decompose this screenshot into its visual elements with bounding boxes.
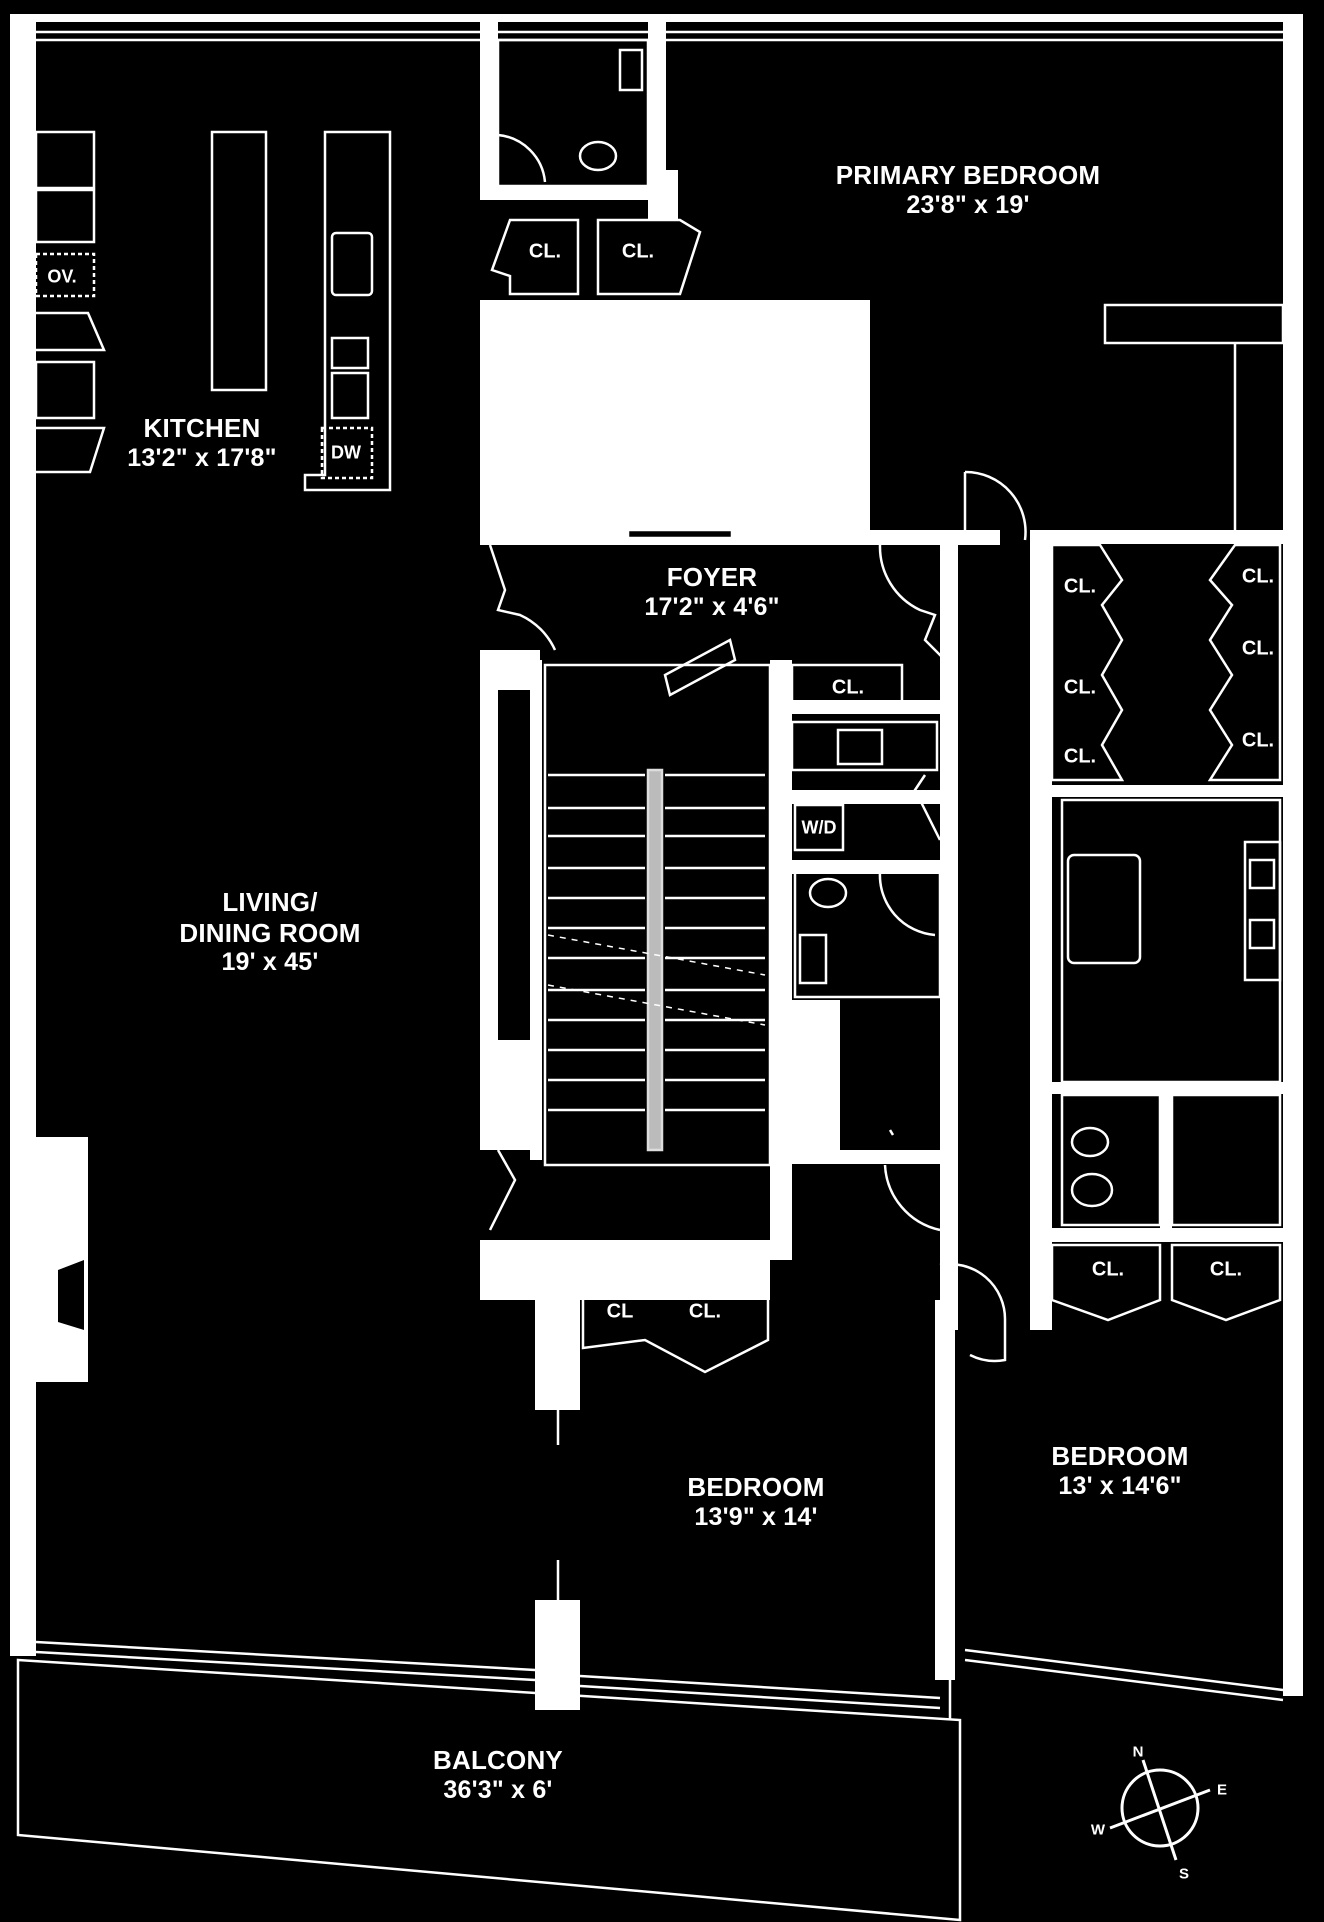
room-label-living-dining: LIVING/ DINING ROOM 19' x 45' — [179, 887, 360, 978]
primary-bedroom-name: PRIMARY BEDROOM — [835, 160, 1101, 190]
balcony-name: BALCONY — [433, 1745, 563, 1775]
closet-label: CL. — [1209, 1258, 1243, 1281]
bedroom-2-dimensions: 13'9" x 14' — [694, 1502, 818, 1531]
kitchen-dimensions: 13'2" x 17'8" — [127, 443, 277, 472]
kitchen-name: KITCHEN — [143, 413, 261, 443]
closet-label: CL. — [1063, 575, 1097, 598]
compass-west: W — [1090, 1821, 1106, 1839]
bedroom-3-name: BEDROOM — [1051, 1441, 1189, 1471]
living-dining-name-line2: DINING ROOM — [179, 917, 361, 948]
foyer-dimensions: 17'2" x 4'6" — [644, 592, 780, 621]
room-label-primary-bedroom: PRIMARY BEDROOM 23'8" x 19' — [836, 160, 1100, 220]
closet-label: CL. — [831, 676, 865, 699]
foyer-name: FOYER — [666, 562, 758, 592]
compass-north: N — [1132, 1743, 1144, 1761]
closet-label: CL. — [1241, 729, 1275, 752]
room-label-bedroom-3: BEDROOM 13' x 14'6" — [1051, 1441, 1188, 1501]
closet-label: CL. — [1063, 745, 1097, 768]
closet-label: CL. — [1063, 676, 1097, 699]
walls — [10, 14, 1303, 1710]
closet-label: CL. — [688, 1300, 722, 1323]
living-dining-name-line1: LIVING/ — [222, 887, 318, 917]
room-label-kitchen: KITCHEN 13'2" x 17'8" — [127, 413, 276, 473]
closet-label: CL. — [621, 240, 655, 263]
closet-label: CL — [606, 1300, 634, 1323]
compass-south: S — [1178, 1865, 1190, 1883]
fireplace — [58, 1260, 84, 1330]
closet-label: CL. — [528, 240, 562, 263]
oven-label: OV. — [47, 266, 77, 287]
room-label-foyer: FOYER 17'2" x 4'6" — [644, 562, 779, 622]
bedroom-2-name: BEDROOM — [687, 1472, 825, 1502]
fixtures — [16, 30, 1285, 1922]
bedroom-3-dimensions: 13' x 14'6" — [1058, 1471, 1182, 1500]
compass-icon — [1109, 1759, 1211, 1861]
primary-bedroom-dimensions: 23'8" x 19' — [906, 190, 1030, 219]
balcony-dimensions: 36'3" x 6' — [443, 1775, 553, 1804]
washer-dryer-label: W/D — [801, 817, 837, 838]
closet-label: CL. — [1091, 1258, 1125, 1281]
closet-label: CL. — [1241, 637, 1275, 660]
closet-label: CL. — [1241, 565, 1275, 588]
room-label-bedroom-2: BEDROOM 13'9" x 14' — [687, 1472, 824, 1532]
room-label-balcony: BALCONY 36'3" x 6' — [433, 1745, 563, 1805]
dishwasher-label: DW — [331, 442, 361, 463]
living-dining-dimensions: 19' x 45' — [221, 948, 319, 977]
compass-east: E — [1216, 1781, 1228, 1799]
